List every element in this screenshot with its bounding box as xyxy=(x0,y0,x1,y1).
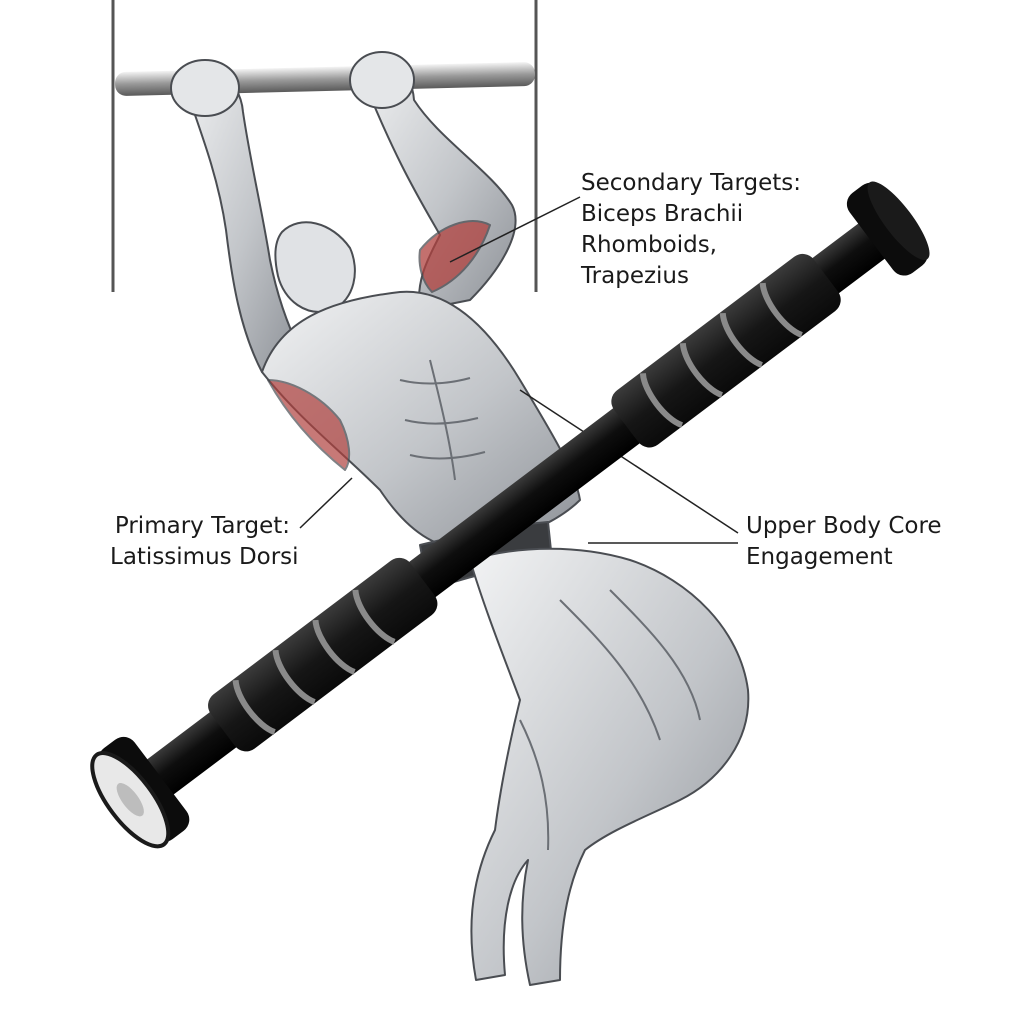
latissimus-highlight xyxy=(267,379,351,471)
primary-label-line-1: Primary Target: xyxy=(114,513,290,539)
primary-label-line-2: Latissimus Dorsi xyxy=(110,544,299,570)
leg-detail xyxy=(519,589,701,851)
left-foam-grip xyxy=(208,557,438,752)
callout-lines xyxy=(299,196,739,544)
primary-callout-line xyxy=(299,477,353,529)
right-foam-grip xyxy=(611,253,841,448)
secondary-label-line-4: Trapezius xyxy=(581,263,689,289)
doorway-pull-up-bar xyxy=(90,181,930,849)
right-end-cap xyxy=(846,181,930,276)
primary-target-label: Primary Target: Latissimus Dorsi xyxy=(110,511,299,573)
secondary-callout-line xyxy=(449,196,581,263)
right-hand xyxy=(349,51,415,109)
biceps-highlight xyxy=(418,220,491,293)
left-end-cap xyxy=(90,736,190,849)
left-hand xyxy=(170,59,240,117)
abdominal-detail xyxy=(399,359,486,481)
secondary-label-line-2: Biceps Brachii xyxy=(581,201,744,227)
secondary-targets-label: Secondary Targets: Biceps Brachii Rhombo… xyxy=(581,168,801,292)
core-label-line-2: Engagement xyxy=(746,544,893,570)
secondary-label-line-1: Secondary Targets: xyxy=(581,170,802,196)
core-callout-line-upper xyxy=(519,389,739,534)
core-label-line-1: Upper Body Core xyxy=(746,513,942,539)
legs xyxy=(469,547,750,986)
core-engagement-label: Upper Body Core Engagement xyxy=(746,511,942,573)
left-arm xyxy=(179,67,301,373)
anatomy-figure xyxy=(170,51,750,986)
torso xyxy=(261,290,581,550)
secondary-label-line-3: Rhomboids, xyxy=(581,232,717,258)
head xyxy=(274,221,356,313)
